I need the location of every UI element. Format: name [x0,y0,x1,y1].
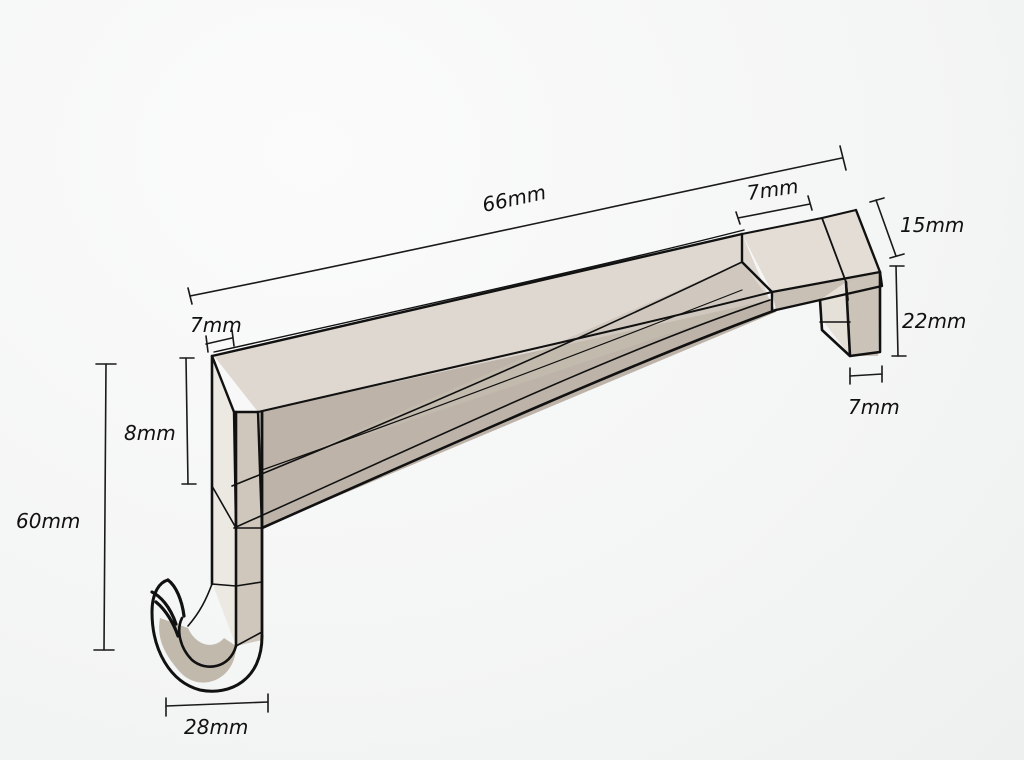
end-block-leg-inner [820,282,850,356]
arm-front-face [234,300,776,528]
label-arm-thickness: 7mm [190,313,242,337]
dim-arm-thickness-ticks [205,329,235,353]
dim-total-length-line [189,157,843,297]
arm-top-edge-2 [213,229,745,353]
label-overall-height: 60mm [16,509,80,533]
label-block-height: 15mm [900,213,964,237]
dim-block-drop-ticks [889,265,907,357]
arm-inner-top-edge [257,291,773,413]
post-front [234,412,262,646]
arm-top-edge [210,232,744,358]
dim-arm-height-ticks [179,357,197,485]
arm-bottom-edge [260,308,778,530]
dim-block-length-line [737,203,811,219]
end-block-leg [846,274,880,356]
dim-overall-height-line [103,363,107,651]
label-block-length: 7mm [745,174,800,205]
arm-diagonal-1 [231,261,743,487]
hook-inner [178,616,238,668]
dimension-lines [93,145,907,717]
label-block-depth: 7mm [848,395,900,419]
arm-diagonal-2 [233,299,771,529]
post-side [212,356,236,646]
dim-hook-width-ticks [165,693,269,717]
post-joint [211,485,263,529]
arm-mid-line [261,289,743,471]
dim-total-length-tick-left [187,287,193,305]
hook-tip [150,578,186,638]
bracket-outline [150,208,884,693]
end-block-top [742,210,880,292]
dim-block-depth-ticks [849,365,883,385]
arm-top-face [214,234,770,412]
dim-block-depth-line [849,373,883,377]
post-hook-joint [211,581,263,587]
dimension-labels: 66mm 7mm 15mm 22mm 7mm 7mm 8mm 60mm 28mm [16,174,966,739]
dim-total-length-tick-right [839,145,847,171]
dim-hook-width-line [165,701,269,707]
label-block-drop: 22mm [902,309,966,333]
dim-arm-height-line [185,357,189,485]
label-arm-height: 8mm [124,421,176,445]
dim-block-length-ticks [735,195,813,225]
hook-cross [187,583,263,647]
end-block-top-rear [854,208,882,274]
label-total-length: 66mm [480,180,548,217]
label-hook-width: 28mm [184,715,248,739]
dim-block-drop-line [895,265,899,357]
dim-arm-thickness-line [205,337,233,345]
end-block-front-edge [740,232,774,312]
dim-overall-height-ticks [93,363,117,651]
dim-block-height-line [875,199,897,257]
dim-block-height-ticks [869,197,905,259]
end-block-leg-lines [818,270,882,358]
